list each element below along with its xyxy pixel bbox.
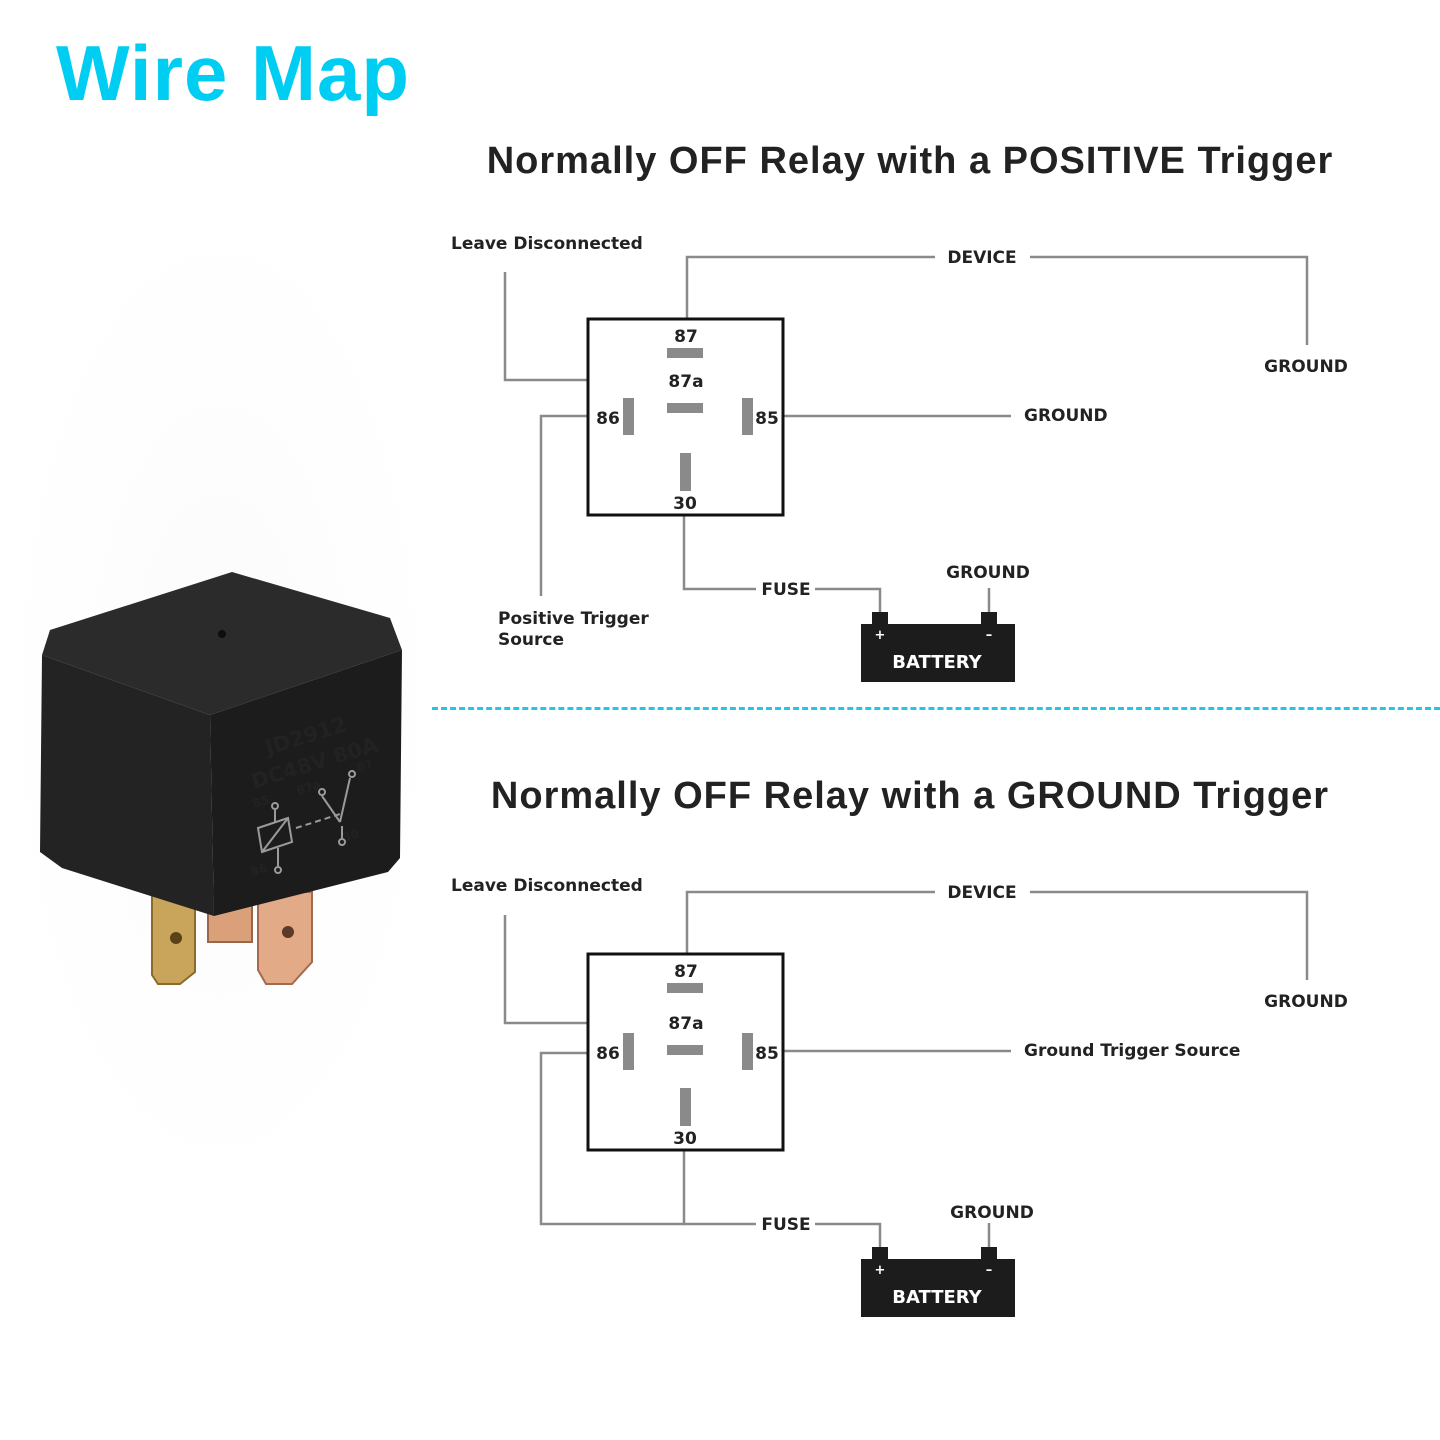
diagram-title-positive: Normally OFF Relay with a POSITIVE Trigg…	[486, 140, 1334, 182]
trigger-source-label: Positive Trigger	[498, 609, 649, 629]
pin-86-label: 86	[596, 1044, 620, 1064]
battery-plus: +	[875, 628, 886, 643]
wire-device-ground	[1030, 890, 1309, 980]
device-ground-label: GROUND	[1264, 357, 1348, 377]
relay-contacts	[623, 348, 753, 491]
pin-85-label: 85	[755, 409, 779, 429]
device-label: DEVICE	[947, 248, 1016, 268]
wire-86	[539, 414, 590, 596]
relay-pin-87a: 87a	[295, 777, 323, 798]
battery-ground-label: GROUND	[950, 1203, 1034, 1223]
pin-30-label: 30	[673, 1129, 697, 1149]
battery-ground-label: GROUND	[946, 563, 1030, 583]
pin-87-label: 87	[674, 962, 698, 982]
pin-85-label: 85	[755, 1044, 779, 1064]
pin85-target-label: Ground Trigger Source	[1024, 1041, 1240, 1061]
fuse-label: FUSE	[761, 1215, 810, 1235]
relay-pin-30: 30	[341, 827, 361, 845]
battery: + – BATTERY	[861, 612, 1015, 682]
battery-minus: –	[986, 628, 993, 643]
wire-30	[682, 515, 756, 591]
wires	[503, 255, 1309, 614]
device-label: DEVICE	[947, 883, 1016, 903]
wire-fuse-battery	[815, 587, 882, 614]
section-divider	[432, 707, 1440, 710]
pin-87a-label: 87a	[668, 372, 703, 392]
wire-fuse-battery	[815, 1222, 882, 1249]
wire-30	[682, 1150, 756, 1226]
relay-pin-86: 86	[249, 861, 269, 879]
battery-label: BATTERY	[892, 1287, 982, 1308]
wires	[503, 890, 1309, 1249]
pin85-target-label: GROUND	[1024, 406, 1108, 426]
relay-right-face	[210, 650, 402, 916]
trigger-source-label-2: Source	[498, 630, 564, 650]
battery: + – BATTERY	[861, 1247, 1015, 1317]
relay-markings: JD2912 DC48V 80A 85 87a 87 30 86	[248, 712, 381, 879]
diagram-title-ground: Normally OFF Relay with a GROUND Trigger	[490, 775, 1330, 817]
pin-87-label: 87	[674, 327, 698, 347]
page-title: Wire Map	[56, 29, 411, 117]
wire-86	[539, 1051, 684, 1226]
battery-plus: +	[875, 1263, 886, 1278]
relay-pin-87: 87	[355, 757, 375, 775]
leave-disconnected-label: Leave Disconnected	[451, 234, 643, 254]
battery-minus: –	[986, 1263, 993, 1278]
relay-pin-85: 85	[251, 793, 271, 811]
wire-device-ground	[1030, 255, 1309, 345]
relay-left-face	[40, 655, 214, 916]
pin-86-label: 86	[596, 409, 620, 429]
relay-contacts	[623, 983, 753, 1126]
relay-schematic-print	[256, 770, 356, 874]
relay-top	[42, 572, 402, 715]
battery-body	[861, 1259, 1015, 1317]
device-ground-label: GROUND	[1264, 992, 1348, 1012]
battery-body	[861, 624, 1015, 682]
wire-87-device	[685, 255, 935, 318]
wire-87-device	[685, 890, 935, 953]
leave-disconnected-label: Leave Disconnected	[451, 876, 643, 896]
battery-label: BATTERY	[892, 652, 982, 673]
pin-30-label: 30	[673, 494, 697, 514]
relay-photo: JD2912 DC48V 80A 85 87a 87 30 86	[40, 572, 402, 985]
pin-87a-label: 87a	[668, 1014, 703, 1034]
fuse-label: FUSE	[761, 580, 810, 600]
